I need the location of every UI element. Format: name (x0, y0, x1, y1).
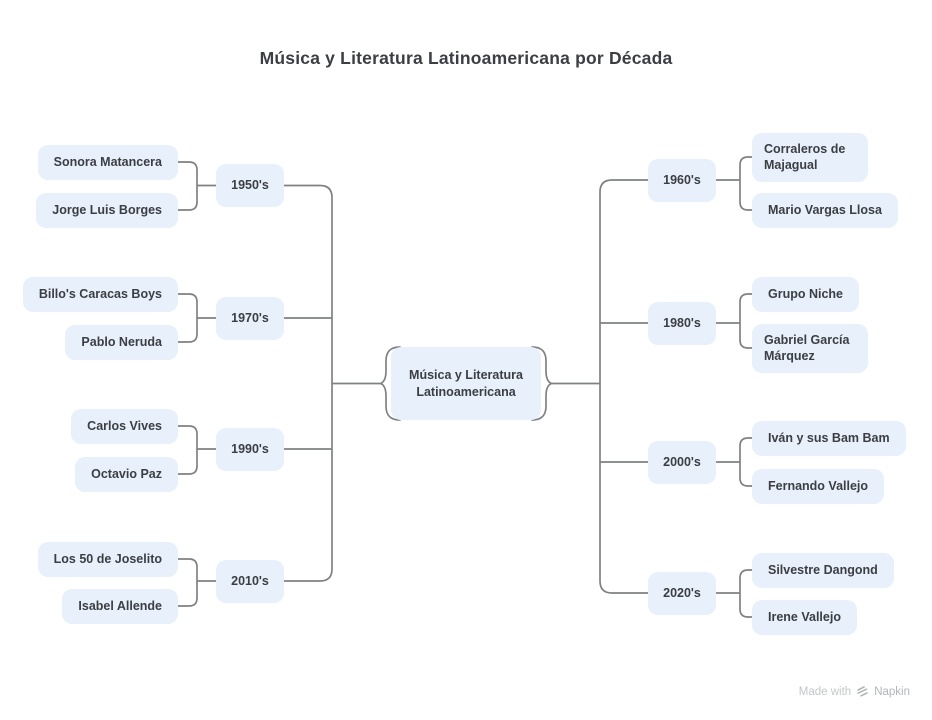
leaf-label: Carlos Vives (87, 418, 162, 433)
leaf-label: Iván y sus Bam Bam (768, 430, 890, 445)
leaf-node-jorge-luis-borges[interactable]: Jorge Luis Borges (36, 192, 178, 228)
leaf-label: Pablo Neruda (81, 334, 162, 349)
connector-left-2010s (177, 558, 217, 607)
decade-label: 2000's (663, 454, 701, 469)
decade-label: 1970's (231, 310, 269, 325)
leaf-node-octavio-paz[interactable]: Octavio Paz (75, 456, 178, 492)
leaf-node-mario-vargas-llosa[interactable]: Mario Vargas Llosa (752, 192, 898, 228)
watermark-prefix: Made with (798, 685, 852, 698)
decade-node-1950s[interactable]: 1950's (216, 164, 284, 207)
leaf-label: Gabriel García Márquez (764, 333, 850, 364)
leaf-node-billos-caracas-boys[interactable]: Billo's Caracas Boys (22, 276, 178, 312)
leaf-label: Octavio Paz (91, 466, 162, 481)
decade-node-2010s[interactable]: 2010's (216, 559, 284, 603)
leaf-label: Fernando Vallejo (768, 478, 869, 493)
connector-left-1970s (177, 293, 217, 343)
leaf-label: Mario Vargas Llosa (768, 202, 882, 217)
leaf-label: Jorge Luis Borges (52, 202, 162, 217)
decade-label: 2010's (231, 573, 269, 588)
brace-left (379, 346, 401, 421)
decade-label: 1990's (231, 441, 269, 456)
decade-node-1980s[interactable]: 1980's (648, 301, 716, 345)
connector-right-2020s (715, 569, 753, 618)
leaf-label: Los 50 de Joselito (53, 551, 162, 566)
leaf-node-corraleros-de-majagual[interactable]: Corraleros de Majagual (752, 133, 868, 182)
leaf-label: Sonora Matancera (53, 154, 162, 169)
decade-label: 2020's (663, 585, 701, 600)
connector-right-2000s (715, 437, 753, 487)
watermark[interactable]: Made with Napkin (799, 685, 910, 698)
trunk-left (283, 184, 381, 582)
leaf-label: Billo's Caracas Boys (38, 286, 162, 301)
decade-node-2020s[interactable]: 2020's (648, 571, 716, 615)
leaf-label: Irene Vallejo (768, 609, 841, 624)
decade-node-1960s[interactable]: 1960's (648, 158, 716, 202)
center-node-label: Música y Literatura Latinoamericana (409, 368, 523, 399)
leaf-node-pablo-neruda[interactable]: Pablo Neruda (65, 324, 178, 360)
diagram-title: Música y Literatura Latinoamericana por … (259, 48, 673, 68)
decade-label: 1980's (663, 315, 701, 330)
leaf-node-ivan-y-sus-bam-bam[interactable]: Iván y sus Bam Bam (752, 420, 906, 456)
connector-left-1950s (177, 161, 217, 211)
connector-left-1990s (177, 425, 217, 475)
connector-right-1980s (715, 293, 753, 349)
leaf-node-sonora-matancera[interactable]: Sonora Matancera (37, 144, 178, 180)
napkin-logo-icon (857, 686, 868, 697)
leaf-node-carlos-vives[interactable]: Carlos Vives (71, 408, 178, 444)
leaf-label: Silvestre Dangond (768, 562, 878, 577)
watermark-brand: Napkin (874, 685, 910, 698)
decade-node-1970s[interactable]: 1970's (216, 296, 284, 340)
leaf-node-grupo-niche[interactable]: Grupo Niche (752, 276, 860, 312)
leaf-label: Isabel Allende (78, 598, 162, 613)
leaf-label: Corraleros de Majagual (764, 142, 846, 173)
decade-label: 1950's (231, 178, 269, 193)
leaf-node-gabriel-garcia-marquez[interactable]: Gabriel García Márquez (752, 324, 868, 373)
leaf-node-isabel-allende[interactable]: Isabel Allende (62, 588, 178, 624)
leaf-node-fernando-vallejo[interactable]: Fernando Vallejo (752, 468, 885, 504)
center-node[interactable]: Música y Literatura Latinoamericana (391, 347, 541, 420)
leaf-node-silvestre-dangond[interactable]: Silvestre Dangond (752, 552, 894, 588)
leaf-node-los-50-de-joselito[interactable]: Los 50 de Joselito (37, 541, 178, 577)
connector-right-1960s (715, 156, 753, 211)
leaf-node-irene-vallejo[interactable]: Irene Vallejo (752, 599, 857, 635)
decade-node-2000s[interactable]: 2000's (648, 440, 716, 484)
leaf-label: Grupo Niche (768, 286, 844, 301)
trunk-right (551, 179, 649, 594)
decade-node-1990s[interactable]: 1990's (216, 427, 284, 471)
decade-label: 1960's (663, 172, 701, 187)
